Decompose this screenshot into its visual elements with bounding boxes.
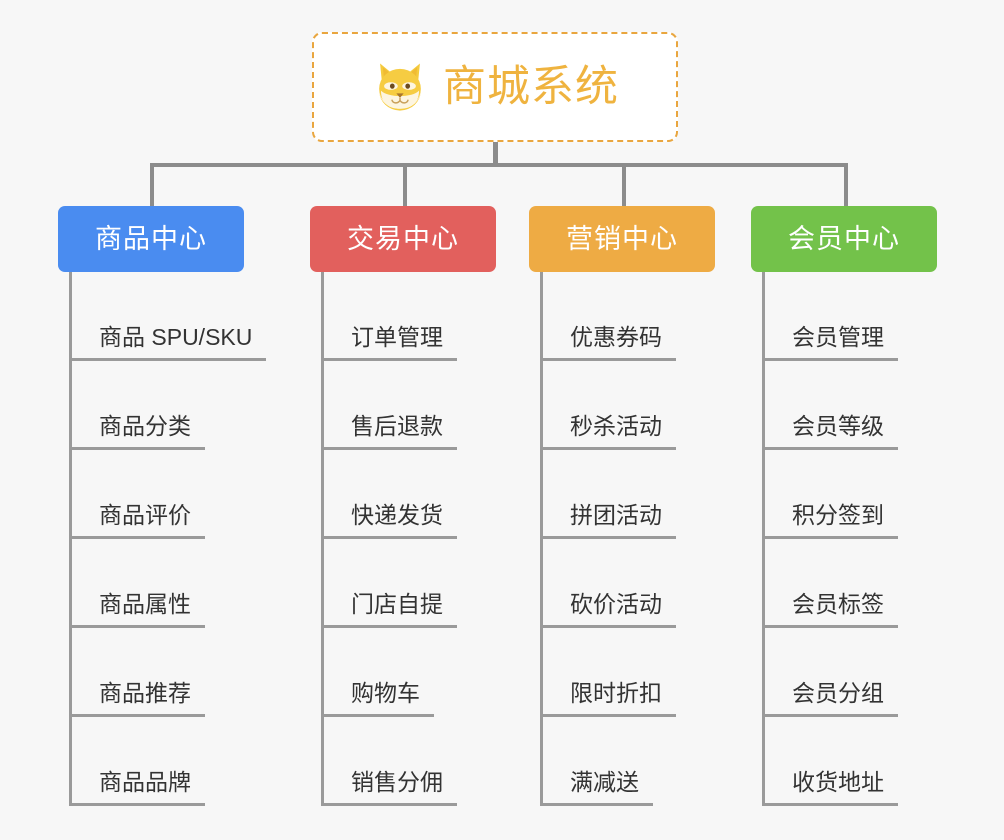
connector-drop-4 [844,163,848,208]
leaf-label: 商品 SPU/SKU [99,324,253,350]
leaf-list-marketing: 优惠券码 秒杀活动 拼团活动 砍价活动 限时折扣 满减送 [540,272,676,806]
category-column-trade: 交易中心 订单管理 售后退款 快递发货 门店自提 购物车 销售分佣 [310,206,496,806]
list-item[interactable]: 会员标签 [762,539,898,628]
leaf-label: 售后退款 [351,413,443,439]
leaf-label: 会员分组 [792,680,884,706]
leaf-label: 购物车 [351,680,420,706]
leaf-label: 会员管理 [792,324,884,350]
column-spine [762,272,765,806]
category-header-trade[interactable]: 交易中心 [310,206,496,272]
category-header-label: 会员中心 [788,224,900,254]
leaf-label: 秒杀活动 [570,413,662,439]
list-item[interactable]: 满减送 [540,717,676,806]
column-spine [321,272,324,806]
list-item[interactable]: 商品 SPU/SKU [69,272,267,361]
root-title: 商城系统 [443,62,619,111]
list-item[interactable]: 商品属性 [69,539,266,628]
list-item[interactable]: 售后退款 [321,361,457,450]
category-header-label: 交易中心 [347,224,459,254]
leaf-label: 积分签到 [792,502,884,528]
connector-bus [150,163,848,167]
list-item[interactable]: 销售分佣 [321,717,457,806]
list-item[interactable]: 商品推荐 [69,628,266,717]
list-item[interactable]: 砍价活动 [540,539,676,628]
list-item[interactable]: 限时折扣 [540,628,676,717]
leaf-label: 满减送 [570,769,639,795]
list-item[interactable]: 会员管理 [762,272,898,361]
leaf-label: 会员标签 [792,591,884,617]
column-spine [69,272,72,806]
leaf-label: 商品评价 [99,502,191,528]
leaf-label: 门店自提 [351,591,443,617]
list-item[interactable]: 商品分类 [69,361,266,450]
list-item[interactable]: 收货地址 [762,717,898,806]
list-item[interactable]: 会员等级 [762,361,898,450]
list-item[interactable]: 订单管理 [321,272,457,361]
list-item[interactable]: 快递发货 [321,450,457,539]
connector-drop-3 [622,163,626,208]
list-item[interactable]: 优惠券码 [540,272,676,361]
leaf-label: 订单管理 [351,324,443,350]
category-column-marketing: 营销中心 优惠券码 秒杀活动 拼团活动 砍价活动 限时折扣 满减送 [529,206,715,806]
list-item[interactable]: 积分签到 [762,450,898,539]
root-node[interactable]: 商城系统 [312,32,678,142]
leaf-label: 商品属性 [99,591,191,617]
list-item[interactable]: 购物车 [321,628,457,717]
list-item[interactable]: 门店自提 [321,539,457,628]
connector-root-stem [493,142,498,165]
leaf-label: 快递发货 [351,502,443,528]
shiba-dog-icon [371,58,429,116]
leaf-label: 商品品牌 [99,769,191,795]
list-item[interactable]: 商品评价 [69,450,266,539]
category-header-product[interactable]: 商品中心 [58,206,244,272]
leaf-label: 砍价活动 [570,591,662,617]
leaf-label: 商品推荐 [99,680,191,706]
category-column-member: 会员中心 会员管理 会员等级 积分签到 会员标签 会员分组 收货地址 [751,206,937,806]
category-header-marketing[interactable]: 营销中心 [529,206,715,272]
leaf-list-member: 会员管理 会员等级 积分签到 会员标签 会员分组 收货地址 [762,272,898,806]
category-column-product: 商品中心 商品 SPU/SKU 商品分类 商品评价 商品属性 商品推荐 商品品牌 [58,206,267,806]
leaf-label: 限时折扣 [570,680,662,706]
leaf-list-product: 商品 SPU/SKU 商品分类 商品评价 商品属性 商品推荐 商品品牌 [69,272,267,806]
list-item[interactable]: 会员分组 [762,628,898,717]
category-header-label: 营销中心 [566,224,678,254]
column-spine [540,272,543,806]
leaf-label: 销售分佣 [351,769,443,795]
connector-drop-1 [150,163,154,208]
list-item[interactable]: 商品品牌 [69,717,266,806]
leaf-label: 拼团活动 [570,502,662,528]
leaf-label: 优惠券码 [570,324,662,350]
leaf-list-trade: 订单管理 售后退款 快递发货 门店自提 购物车 销售分佣 [321,272,457,806]
connector-drop-2 [403,163,407,208]
category-header-member[interactable]: 会员中心 [751,206,937,272]
leaf-label: 商品分类 [99,413,191,439]
leaf-label: 会员等级 [792,413,884,439]
list-item[interactable]: 拼团活动 [540,450,676,539]
list-item[interactable]: 秒杀活动 [540,361,676,450]
leaf-label: 收货地址 [792,769,884,795]
category-header-label: 商品中心 [95,224,207,254]
